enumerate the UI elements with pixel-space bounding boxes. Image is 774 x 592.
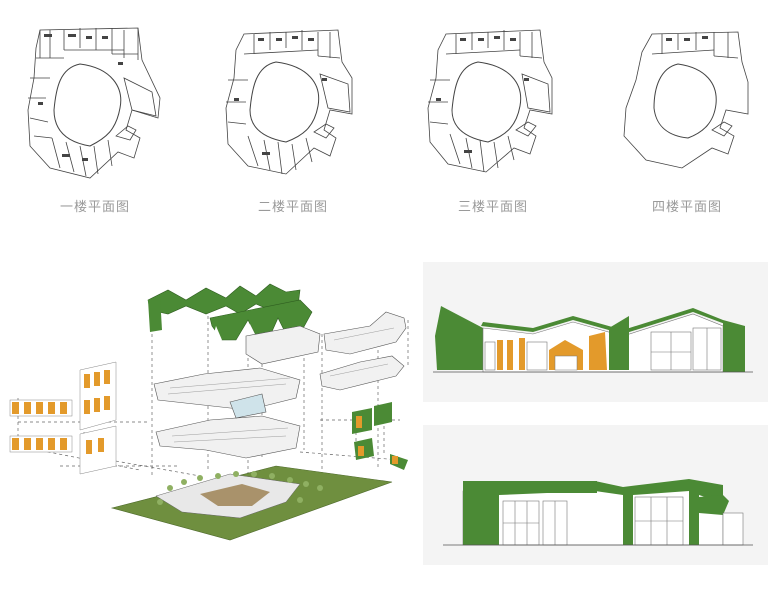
left-wall-panels <box>9 361 117 475</box>
right-wall-pieces <box>352 402 408 470</box>
elevation-upper-panel <box>423 262 768 402</box>
floor-plan-1-drawing <box>27 27 161 179</box>
floor-slabs <box>153 311 407 459</box>
elevation-upper-drawing <box>423 262 768 402</box>
floor-plan-3-drawing <box>427 29 553 173</box>
exploded-axonometric-drawing <box>9 283 409 541</box>
floor-plan-2: 二楼平面图 <box>218 18 368 215</box>
floor-plan-2-drawing <box>225 29 353 175</box>
floor-plan-1-label: 一楼平面图 <box>59 200 130 215</box>
floor-plan-4-drawing <box>623 31 749 169</box>
ground-plane <box>110 465 393 541</box>
elevation-lower-drawing <box>423 425 768 565</box>
floor-plan-1: 一楼平面图 <box>20 18 170 215</box>
floor-plan-3-label: 三楼平面图 <box>457 200 528 215</box>
elevation-lower-panel <box>423 425 768 565</box>
floor-plan-2-label: 二楼平面图 <box>257 200 328 215</box>
floor-plan-3: 三楼平面图 <box>418 18 568 215</box>
exploded-axonometric <box>0 270 420 588</box>
floor-plan-4-label: 四楼平面图 <box>651 200 722 215</box>
floor-plan-4: 四楼平面图 <box>612 18 762 215</box>
